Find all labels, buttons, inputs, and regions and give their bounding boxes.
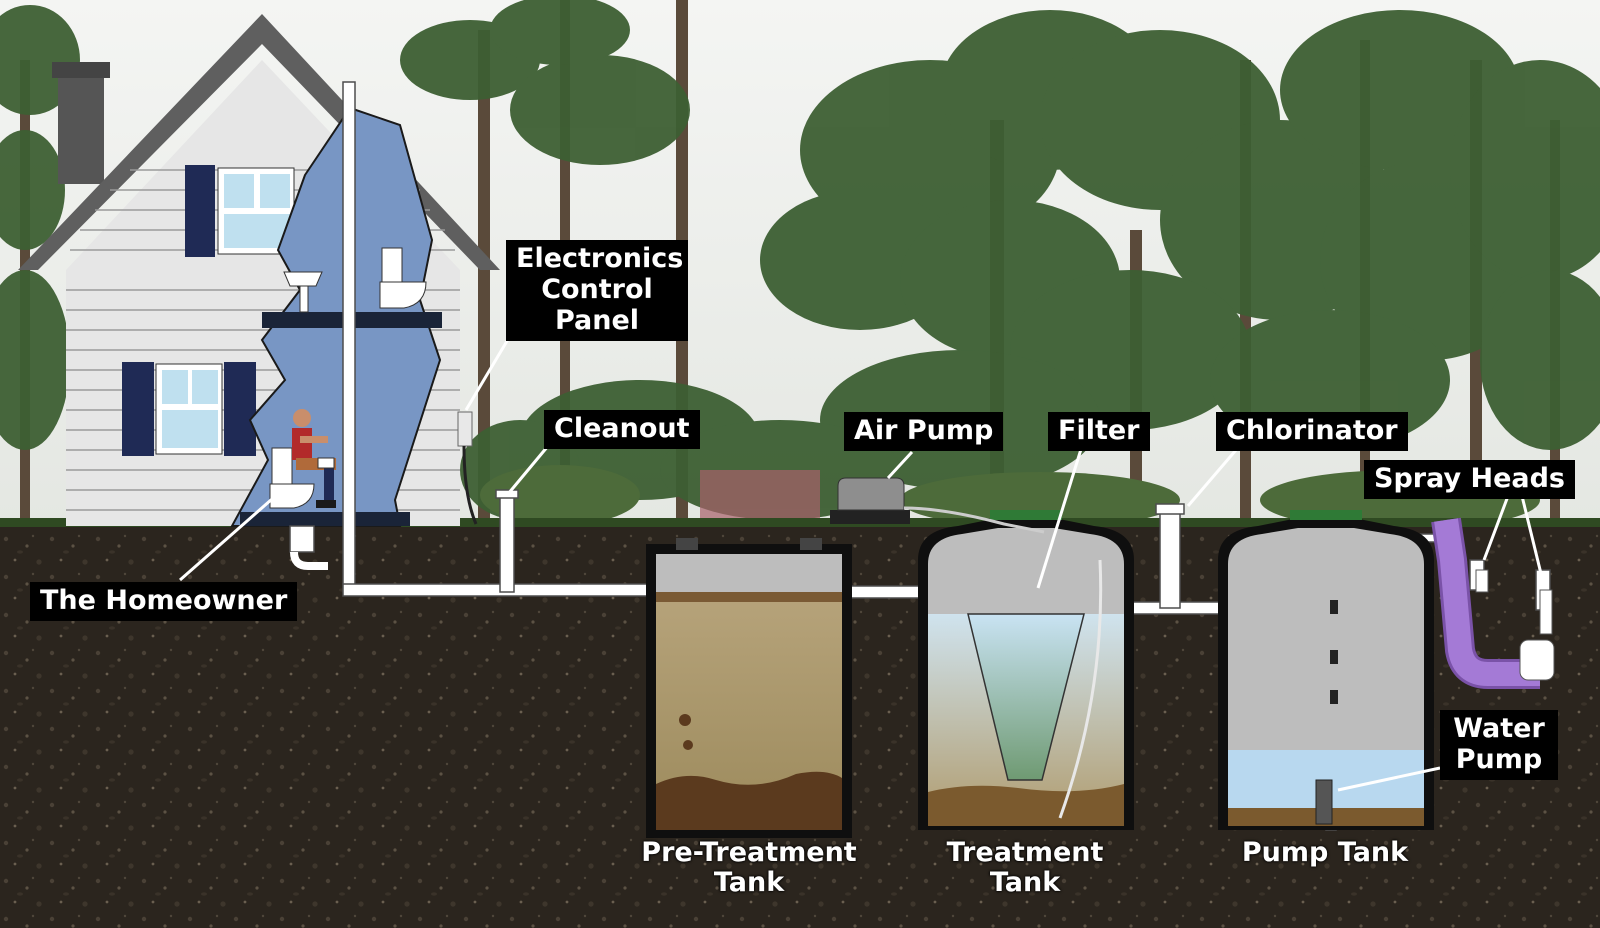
pump-tank-caption: Pump Tank xyxy=(1241,837,1409,868)
reeds xyxy=(700,470,820,520)
electronics-control-panel-box xyxy=(457,411,473,447)
cleanout-label: Cleanout xyxy=(544,410,700,449)
chlorinator-label: Chlorinator xyxy=(1216,412,1408,451)
water-pump-label: Water Pump xyxy=(1440,710,1558,780)
pump-tank xyxy=(1218,510,1434,830)
the-homeowner-label: The Homeowner xyxy=(30,582,298,621)
treatment-tank-caption: Treatment Tank xyxy=(946,837,1104,898)
pre-treatment-tank-caption: Pre-Treatment Tank xyxy=(641,837,857,898)
spray-head-pipe xyxy=(1431,517,1555,689)
filter-label: Filter xyxy=(1048,412,1150,451)
treatment-tank xyxy=(918,510,1134,830)
pre-treatment-tank xyxy=(646,538,852,838)
air-pump-label: Air Pump xyxy=(844,412,1004,451)
grass-line xyxy=(0,518,1600,527)
spray-heads-label: Spray Heads xyxy=(1364,460,1576,499)
electronics-control-panel-label: Electronics Control Panel xyxy=(506,240,688,341)
callout-lines xyxy=(179,335,1546,792)
air-pump xyxy=(830,477,1045,534)
